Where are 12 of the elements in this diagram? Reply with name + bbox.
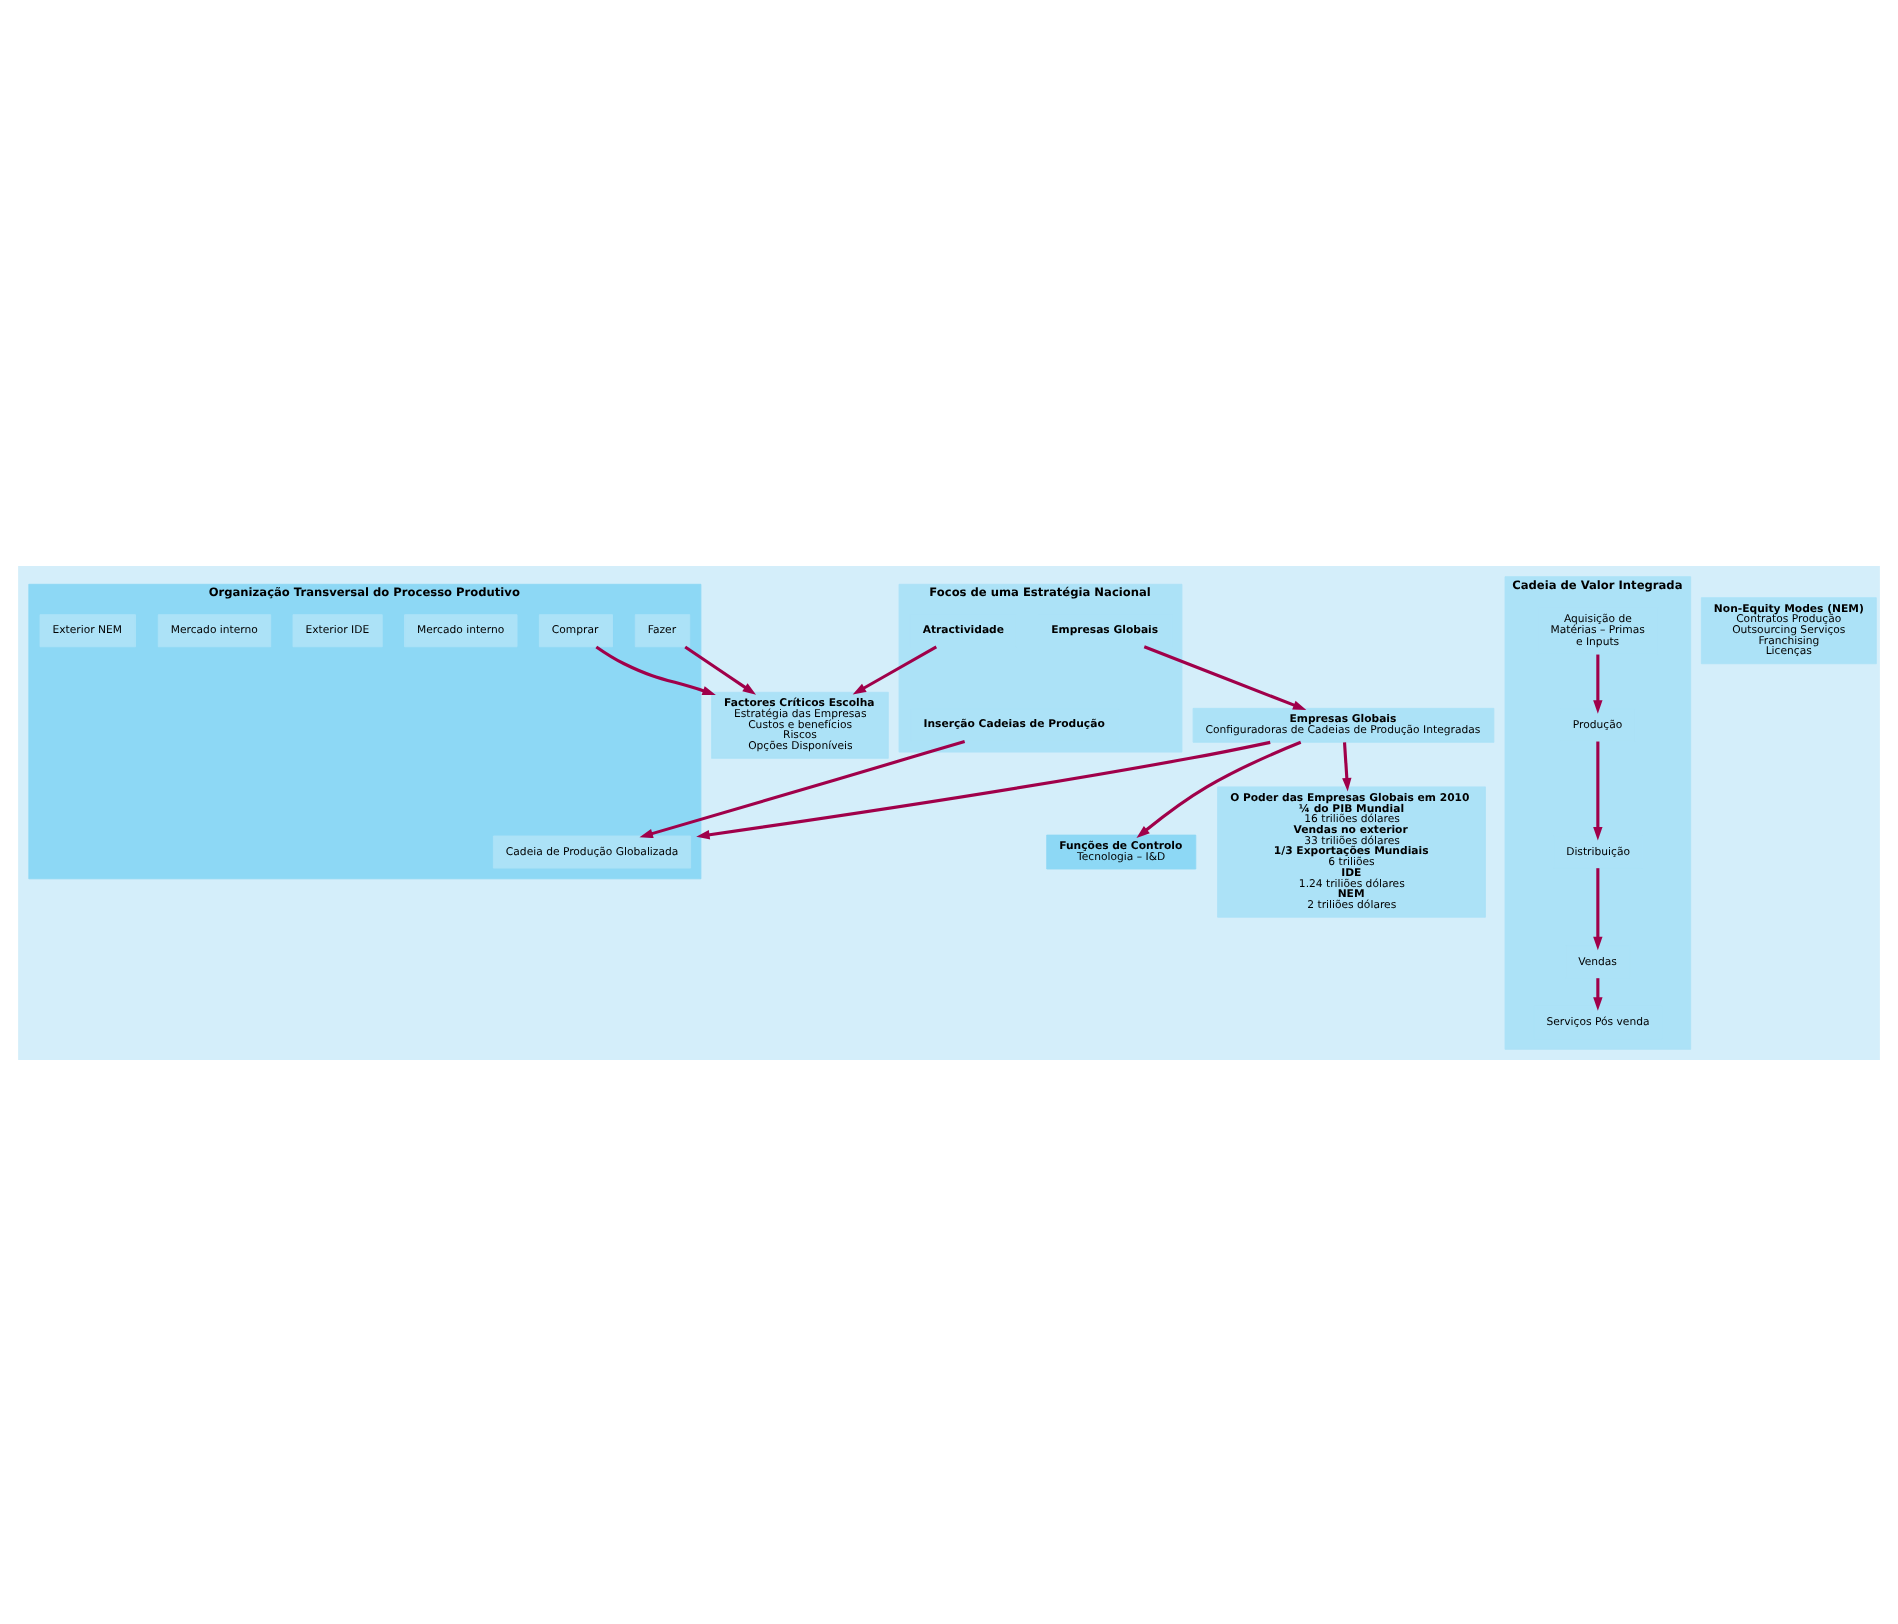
- arrow: [595, 644, 716, 695]
- arrow: [1342, 741, 1352, 791]
- arrow: [852, 644, 938, 694]
- arrow: [1143, 644, 1307, 709]
- arrow: [1593, 977, 1603, 1010]
- arrow: [1593, 740, 1603, 840]
- arrow: [696, 739, 1271, 839]
- arrow: [639, 738, 966, 838]
- arrow: [1593, 653, 1603, 713]
- arrow: [1593, 867, 1603, 950]
- arrow: [1136, 739, 1302, 838]
- arrow: [684, 644, 757, 694]
